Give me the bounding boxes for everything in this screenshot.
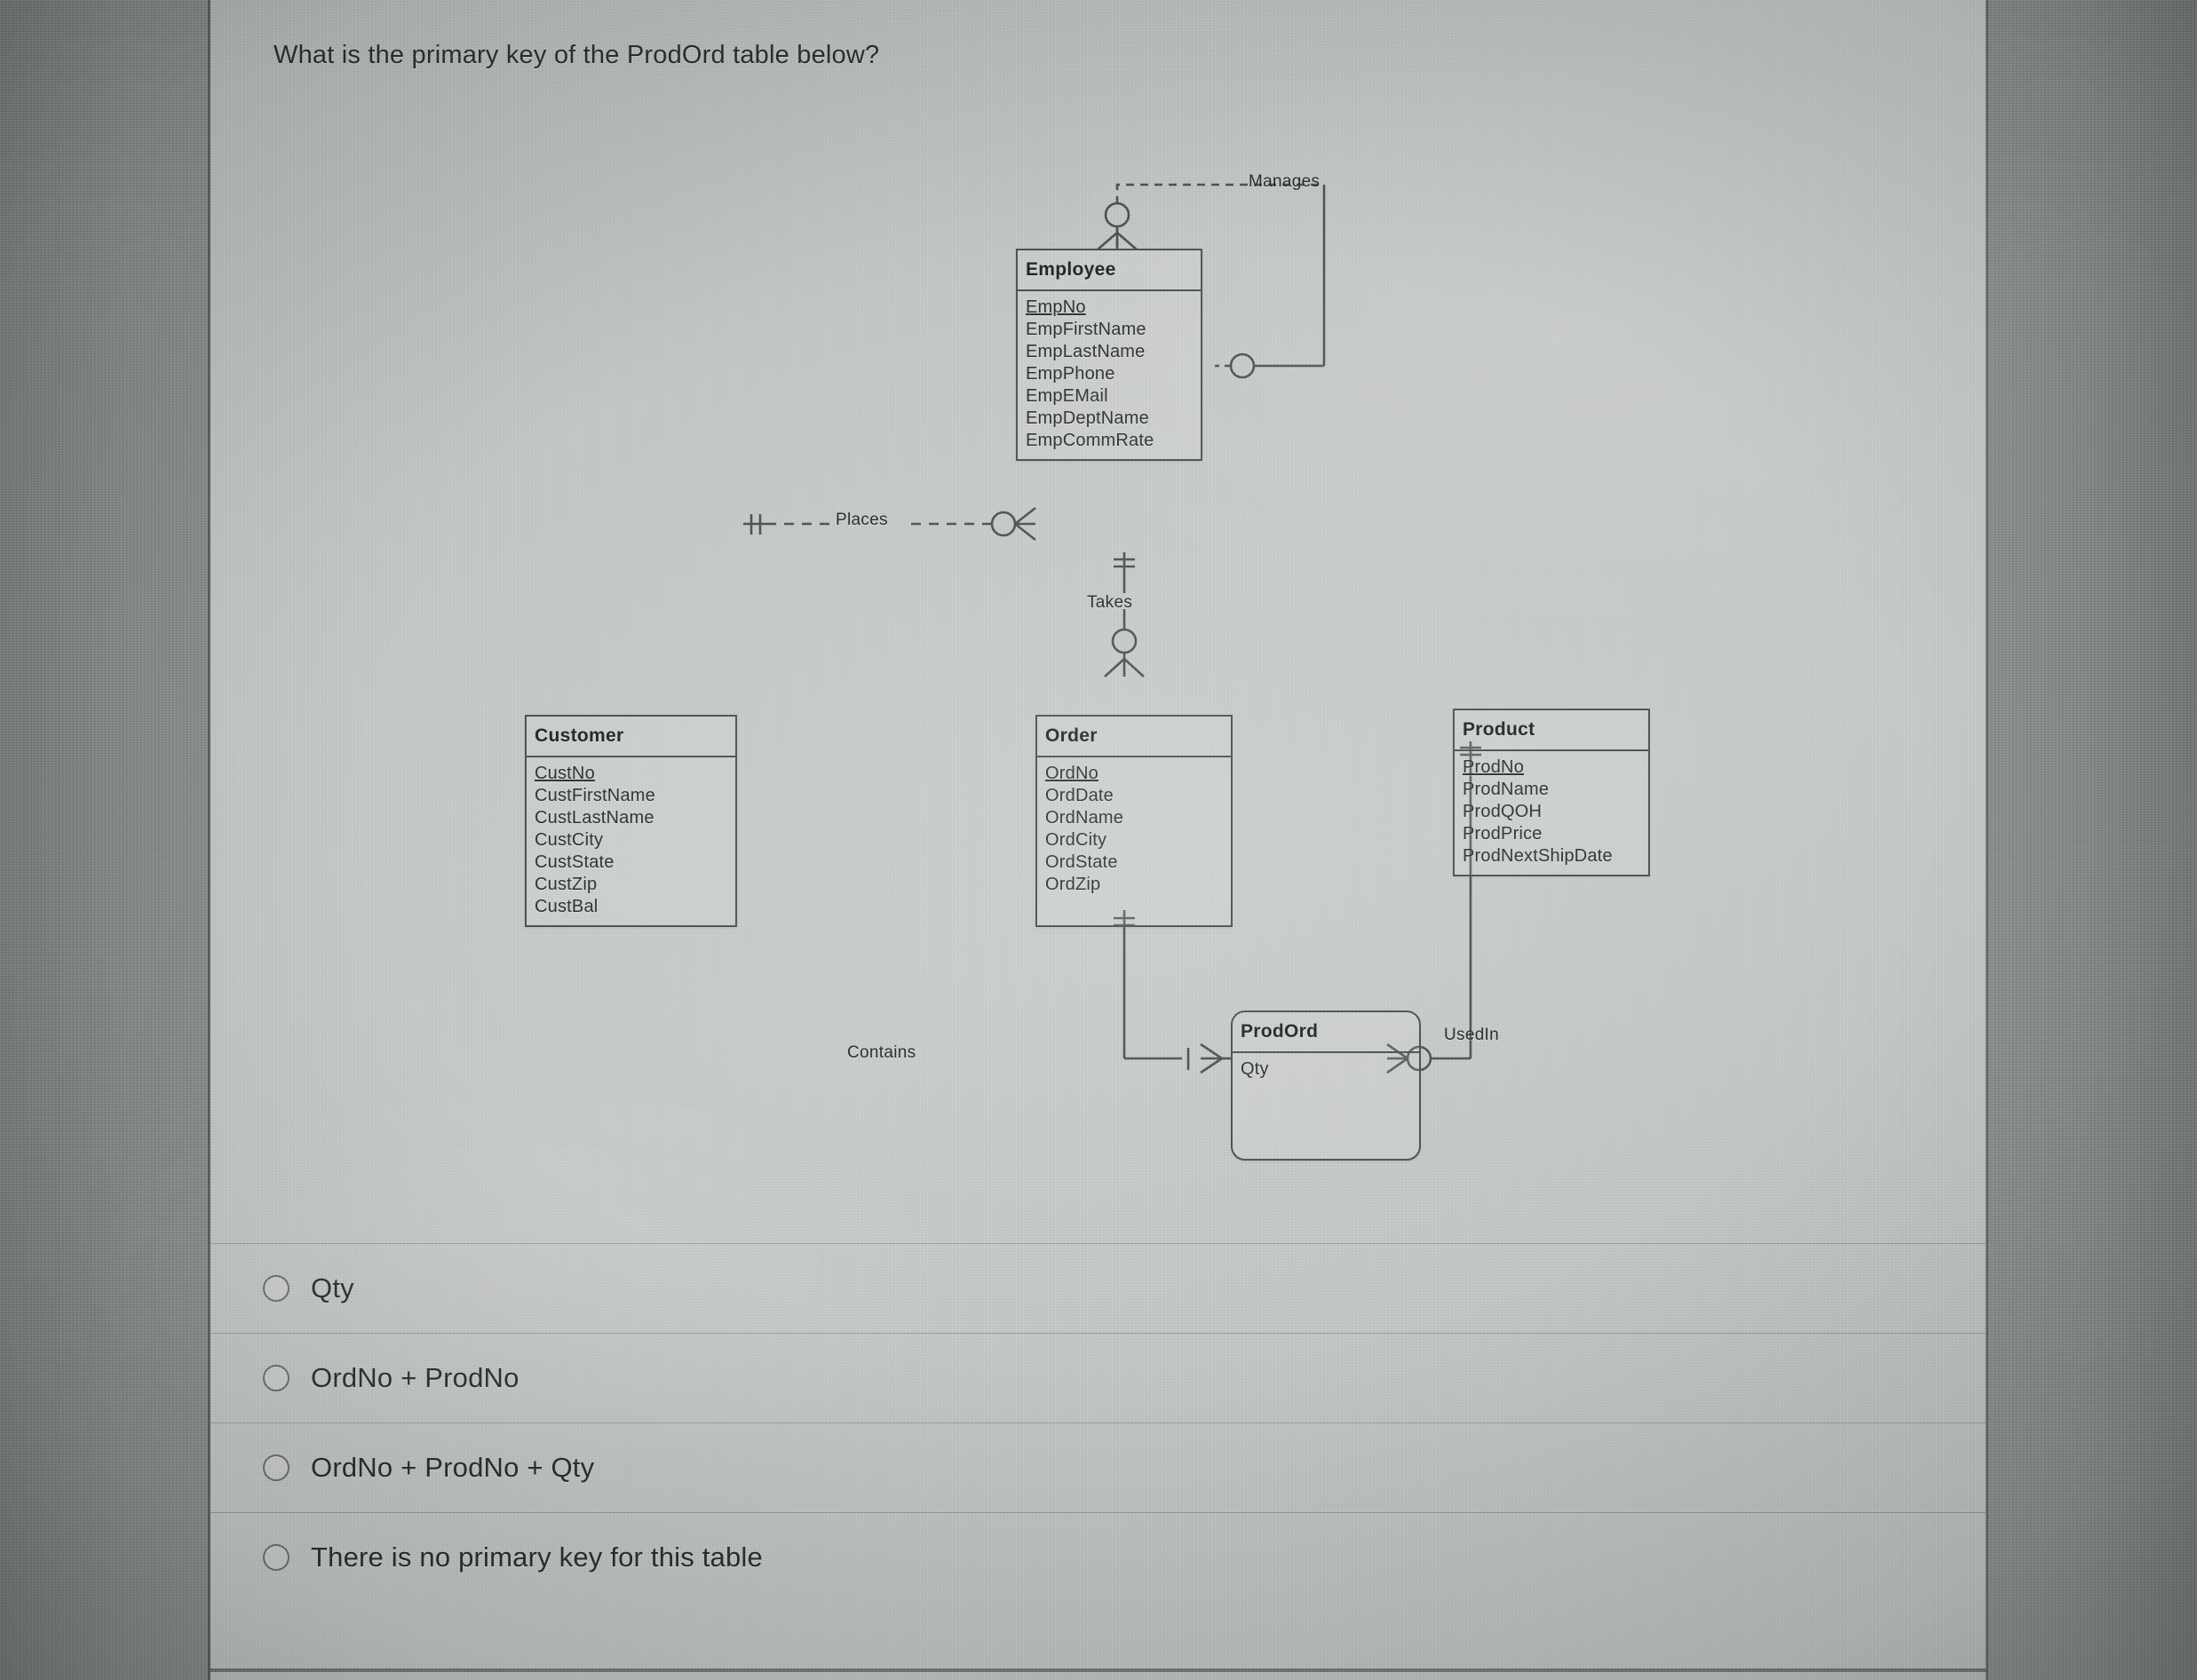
answer-option-label: OrdNo + ProdNo + Qty bbox=[311, 1452, 595, 1483]
attribute: CustZip bbox=[535, 875, 598, 894]
relationship-label-contains: Contains bbox=[847, 1043, 916, 1062]
attribute: ProdQOH bbox=[1463, 802, 1543, 821]
attribute: EmpEMail bbox=[1026, 386, 1108, 406]
er-diagram: Employee EmpNo EmpFirstName EmpLastName … bbox=[210, 133, 1987, 1208]
entity-employee-title: Employee bbox=[1018, 250, 1201, 291]
attribute: OrdZip bbox=[1045, 875, 1101, 894]
relationship-label-takes: Takes bbox=[1087, 593, 1133, 612]
entity-employee: Employee EmpNo EmpFirstName EmpLastName … bbox=[1016, 249, 1202, 461]
attribute: EmpFirstName bbox=[1026, 320, 1146, 339]
page-right-edge bbox=[1986, 0, 1988, 1680]
attribute: CustBal bbox=[535, 897, 599, 916]
er-connectors bbox=[743, 183, 1481, 1074]
entity-prodord: ProdOrd Qty bbox=[1231, 1010, 1421, 1161]
attribute: EmpPhone bbox=[1026, 364, 1115, 384]
attribute: Qty bbox=[1241, 1059, 1269, 1079]
answer-option-no-primary-key[interactable]: There is no primary key for this table bbox=[210, 1512, 1987, 1602]
attribute: OrdNo bbox=[1045, 764, 1098, 783]
entity-order-title: Order bbox=[1037, 717, 1231, 757]
relationship-label-places: Places bbox=[836, 511, 888, 529]
question-prompt: What is the primary key of the ProdOrd t… bbox=[274, 41, 880, 69]
attribute: CustNo bbox=[535, 764, 595, 783]
entity-order: Order OrdNo OrdDate OrdName OrdCity OrdS… bbox=[1035, 715, 1233, 927]
radio-button-icon[interactable] bbox=[263, 1275, 289, 1302]
page-surface bbox=[210, 0, 1987, 1680]
answer-option-qty[interactable]: Qty bbox=[210, 1243, 1987, 1333]
attribute: CustLastName bbox=[535, 808, 654, 828]
entity-product-title: Product bbox=[1455, 710, 1648, 751]
entity-customer-attributes: CustNo CustFirstName CustLastName CustCi… bbox=[527, 757, 735, 925]
question-content: What is the primary key of the ProdOrd t… bbox=[210, 0, 1987, 1680]
attribute: EmpNo bbox=[1026, 297, 1086, 317]
answer-option-label: Qty bbox=[311, 1272, 354, 1304]
answer-option-label: OrdNo + ProdNo bbox=[311, 1362, 520, 1393]
left-margin bbox=[0, 0, 210, 1680]
attribute: OrdDate bbox=[1045, 786, 1114, 805]
attribute: CustState bbox=[535, 852, 615, 872]
attribute: OrdCity bbox=[1045, 830, 1107, 850]
radio-button-icon[interactable] bbox=[263, 1454, 289, 1481]
answer-option-ordno-prodno[interactable]: OrdNo + ProdNo bbox=[210, 1333, 1987, 1422]
attribute: CustFirstName bbox=[535, 786, 655, 805]
answer-options-list: Qty OrdNo + ProdNo OrdNo + ProdNo + Qty … bbox=[210, 1243, 1987, 1602]
entity-product: Product ProdNo ProdName ProdQOH ProdPric… bbox=[1453, 709, 1650, 876]
right-margin bbox=[1987, 0, 2197, 1680]
answer-option-label: There is no primary key for this table bbox=[311, 1541, 763, 1573]
attribute: ProdPrice bbox=[1463, 824, 1543, 844]
attribute: CustCity bbox=[535, 830, 604, 850]
attribute: EmpCommRate bbox=[1026, 431, 1154, 450]
attribute: ProdName bbox=[1463, 780, 1550, 799]
page-bottom-edge bbox=[210, 1668, 1987, 1672]
entity-customer: Customer CustNo CustFirstName CustLastNa… bbox=[525, 715, 737, 927]
radio-button-icon[interactable] bbox=[263, 1544, 289, 1571]
attribute: ProdNextShipDate bbox=[1463, 846, 1613, 866]
entity-prodord-title: ProdOrd bbox=[1233, 1012, 1419, 1053]
relationship-label-usedin: UsedIn bbox=[1444, 1026, 1500, 1044]
attribute: ProdNo bbox=[1463, 757, 1525, 777]
entity-customer-title: Customer bbox=[527, 717, 735, 757]
answer-option-ordno-prodno-qty[interactable]: OrdNo + ProdNo + Qty bbox=[210, 1422, 1987, 1512]
page-left-edge bbox=[208, 0, 210, 1680]
attribute: OrdState bbox=[1045, 852, 1118, 872]
entity-prodord-attributes: Qty bbox=[1233, 1053, 1419, 1088]
entity-employee-attributes: EmpNo EmpFirstName EmpLastName EmpPhone … bbox=[1018, 291, 1201, 459]
entity-order-attributes: OrdNo OrdDate OrdName OrdCity OrdState O… bbox=[1037, 757, 1231, 925]
radio-button-icon[interactable] bbox=[263, 1365, 289, 1391]
relationship-label-manages: Manages bbox=[1249, 172, 1321, 191]
attribute: OrdName bbox=[1045, 808, 1124, 828]
entity-product-attributes: ProdNo ProdName ProdQOH ProdPrice ProdNe… bbox=[1455, 751, 1648, 875]
attribute: EmpDeptName bbox=[1026, 408, 1149, 428]
attribute: EmpLastName bbox=[1026, 342, 1146, 361]
